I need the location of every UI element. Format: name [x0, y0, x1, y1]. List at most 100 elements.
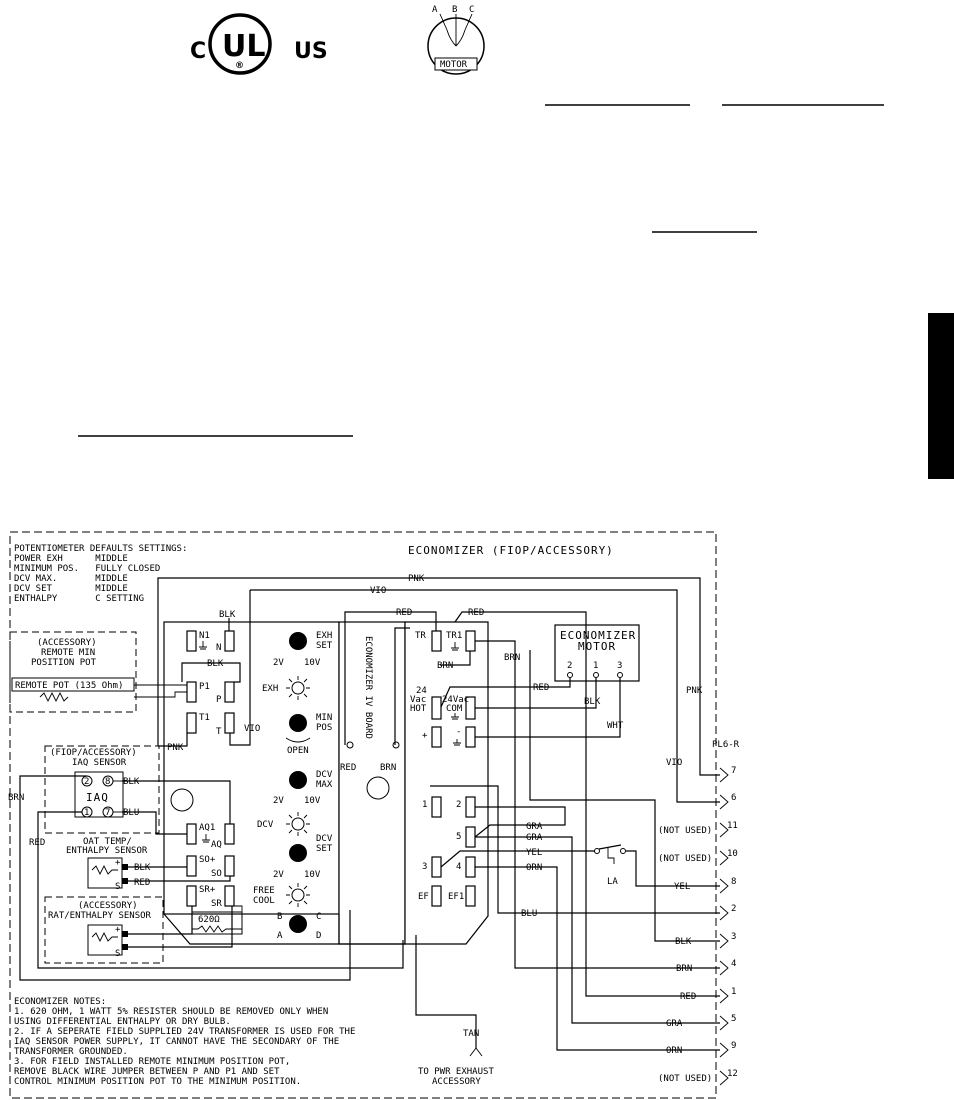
economizer-notes: ECONOMIZER NOTES: 1. 620 OHM, 1 WATT 5% …	[14, 997, 355, 1087]
note-line: 2. IF A SEPERATE FIELD SUPPLIED 24V TRAN…	[14, 1027, 355, 1037]
wire-label-blk: BLK	[123, 777, 140, 787]
wire-label-red: RED	[29, 838, 45, 848]
remote-min-position-pot: (ACCESSORY) REMOTE MIN POSITION POT REMO…	[9, 631, 187, 713]
connector-pin: 11 (NOT USED)	[658, 821, 738, 838]
iaq-name: IAQ	[86, 791, 109, 804]
note-line: CONTROL MINIMUM POSITION POT TO THE MINI…	[14, 1077, 301, 1087]
terminal-n1: N1	[199, 631, 210, 641]
pin-wire-label: YEL	[674, 882, 690, 892]
min-pos-label: MIN	[316, 713, 332, 723]
potentiometers: EXH SET 2V 10V EXH MIN POS OPEN DCV MAX …	[253, 631, 333, 941]
dcv-max-label: DCV	[316, 770, 333, 780]
dcv-set-label: DCV	[316, 834, 333, 844]
pin-number: 12	[727, 1069, 738, 1079]
pin-number: 9	[731, 1041, 736, 1051]
wire-label-red: RED	[396, 608, 412, 618]
dcv-label: DCV	[257, 820, 274, 830]
remote-pot-title: POSITION POT	[31, 658, 97, 668]
pin-wire-label: GRA	[666, 1019, 683, 1029]
diagram-title: ECONOMIZER (FIOP/ACCESSORY)	[408, 544, 614, 557]
oat-sensor-resistor-icon	[91, 864, 118, 876]
terminal-1: 1	[422, 800, 427, 810]
left-terminals: N1 N P1 P T1 T AQ1 AQ SO+ SO SR+ SR 620Ω	[186, 630, 243, 935]
rat-sensor-resistor-icon	[91, 931, 118, 943]
wiring: PNK PNK PNK VIO VIO VIO BLK BLK RED RED …	[8, 574, 720, 1087]
open-arrow-icon	[285, 737, 311, 743]
ul-letters: UL	[222, 29, 265, 64]
note-line: 3. FOR FIELD INSTALLED REMOTE MINIMUM PO…	[14, 1057, 290, 1067]
pin-number: 4	[731, 959, 736, 969]
rat-enthalpy-sensor: (ACCESSORY) RAT/ENTHALPY SENSOR + S	[44, 896, 164, 964]
range-low: 2V	[273, 658, 284, 668]
range-low: 2V	[273, 796, 284, 806]
pin-wire-label: BLK	[675, 937, 692, 947]
rat-title: (ACCESSORY)	[78, 901, 138, 911]
connector-pin: 3	[719, 932, 736, 949]
note-line: IAQ SENSOR POWER SUPPLY, IT CANNOT HAVE …	[14, 1037, 339, 1047]
oat-title: OAT TEMP/	[83, 837, 132, 847]
rat-plus: +	[115, 925, 121, 935]
connector-pin: 6	[719, 793, 736, 810]
ul-circle-icon	[208, 13, 272, 75]
wire-label-red: RED	[533, 683, 549, 693]
range-low: 2V	[273, 870, 284, 880]
wire-label-blu: BLU	[521, 909, 537, 919]
remote-pot-resistor-icon	[39, 691, 69, 703]
pin-wire-label: ORN	[666, 1046, 682, 1056]
enthalpy-setting: B	[277, 912, 282, 922]
range-high: 10V	[304, 658, 321, 668]
iaq-pin: 8	[105, 777, 110, 787]
note-line: TRANSFORMER GROUNDED.	[14, 1047, 128, 1057]
wire-label-brn: BRN	[8, 793, 24, 803]
defaults-line: ENTHALPY C SETTING	[14, 594, 144, 604]
enthalpy-setting: D	[316, 931, 321, 941]
terminal-p: P	[216, 695, 222, 705]
pin-number: 3	[731, 932, 736, 942]
exh-led-icon	[286, 676, 310, 700]
dcv-max-label: MAX	[316, 780, 333, 790]
remote-pot-label: REMOTE POT (135 Ohm)	[15, 681, 123, 691]
pin-number: 5	[731, 1014, 736, 1024]
min-pos-label: POS	[316, 723, 332, 733]
remote-pot-title: (ACCESSORY)	[37, 638, 97, 648]
terminal-ef: EF	[418, 892, 429, 902]
free-cool-led-icon	[286, 883, 310, 907]
wire-label-wht: WHT	[607, 721, 624, 731]
iaq-pin: 7	[105, 808, 110, 818]
iaq-pin: 1	[84, 808, 89, 818]
economizer-controller: ECONOMIZER IV BOARD	[163, 621, 489, 945]
wire-label-blk: BLK	[219, 610, 236, 620]
note-line: USING DIFFERENTIAL ENTHALPY OR DRY BULB.	[14, 1017, 231, 1027]
exh-set-label: SET	[316, 641, 333, 651]
wire-label-brn: BRN	[380, 763, 396, 773]
note-line: REMOVE BLACK WIRE JUMPER BETWEEN P AND P…	[14, 1067, 280, 1077]
motor-pin: 2	[567, 661, 572, 671]
enthalpy-pot-icon	[289, 915, 307, 933]
motor-title: MOTOR	[578, 640, 616, 653]
range-high: 10V	[304, 796, 321, 806]
terminal-sr: SR	[211, 899, 222, 909]
oat-s: S	[115, 882, 120, 892]
wire-label-red: RED	[134, 878, 150, 888]
iaq-title: (FIOP/ACCESSORY)	[50, 748, 137, 758]
iaq-pin: 2	[84, 777, 89, 787]
exhaust-label: ACCESSORY	[432, 1077, 481, 1087]
wire-label-vio: VIO	[244, 724, 260, 734]
wire-label-red: RED	[340, 763, 356, 773]
rat-s: S	[115, 949, 120, 959]
dcv-set-label: SET	[316, 844, 333, 854]
terminal-ef1: EF1	[448, 892, 464, 902]
remote-pot-title: REMOTE MIN	[41, 648, 95, 658]
motor-title: ECONOMIZER	[560, 629, 636, 642]
exh-set-label: EXH	[316, 631, 332, 641]
connector-pin: 10 (NOT USED)	[658, 849, 738, 866]
terminal-tr1: TR1	[446, 631, 462, 641]
pin-wire-label: RED	[680, 992, 696, 1002]
wire-label-gra: GRA	[526, 833, 543, 843]
motor-phase-a: A	[432, 5, 438, 15]
connector-pin: 8	[719, 877, 736, 894]
defaults-line: POTENTIOMETER DEFAULTS SETTINGS:	[14, 544, 187, 554]
ul-listing-mark: C UL ® US	[190, 13, 328, 75]
pin-wire-label: BRN	[676, 964, 692, 974]
pin-number: 6	[731, 793, 736, 803]
